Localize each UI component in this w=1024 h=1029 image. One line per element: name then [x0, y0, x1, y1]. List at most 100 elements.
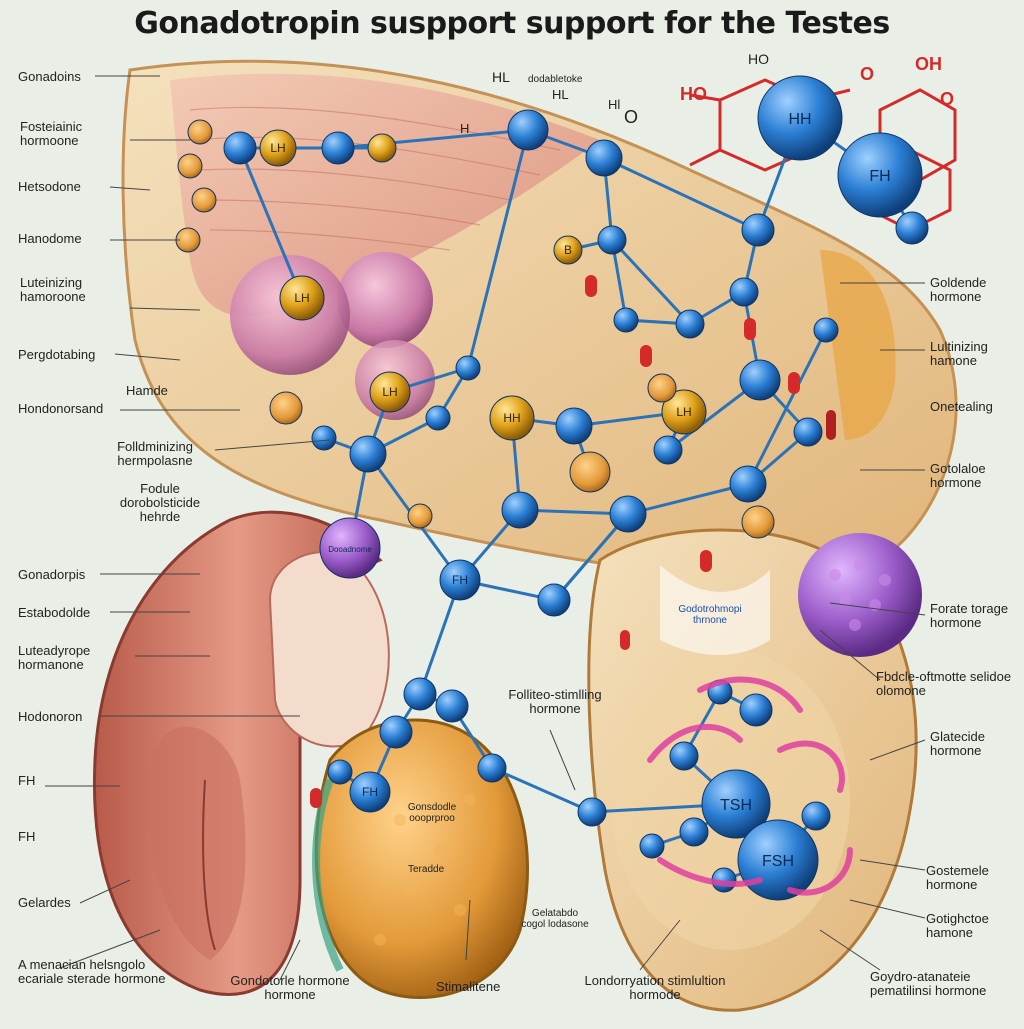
top-small-6: HO: [748, 51, 769, 67]
network-node: [177, 153, 203, 179]
network-node: [639, 833, 665, 859]
node-b: B: [553, 235, 583, 265]
label-right-5: Fbdcle-oftmotte selidoe olomone: [876, 669, 1012, 698]
network-link: [603, 156, 759, 232]
node-fh: FH: [349, 771, 391, 813]
top-small-0: HL: [492, 69, 510, 85]
network-link: [627, 482, 749, 516]
network-node: [425, 405, 451, 431]
label-right-6: Glatecide hormone: [930, 729, 985, 758]
label-left-1: Fosteiainic hormoone: [20, 119, 83, 148]
node-gonadorpis_small: Dooadnome: [319, 517, 381, 579]
node-fh: FH: [439, 559, 481, 601]
network-link: [746, 329, 828, 485]
leader-line: [279, 939, 301, 981]
network-node: [741, 213, 775, 247]
network-node: [223, 131, 257, 165]
label-left-16: A menacian helsngolo ecariale sterade ho…: [18, 957, 166, 986]
node-label-hh: HH: [788, 111, 811, 128]
svg-text:O: O: [940, 89, 954, 109]
node-lh: LH: [369, 371, 411, 413]
node-label-fh: FH: [869, 168, 890, 185]
network-node: [613, 307, 639, 333]
label-left-8: Fodule dorobolsticide hehrde: [119, 481, 201, 524]
node-label-lh: LH: [270, 141, 285, 155]
network-node: [739, 359, 781, 401]
label-left-2: Hetsodone: [18, 179, 81, 194]
network-node: [675, 309, 705, 339]
network-node: [403, 677, 437, 711]
network-node: [455, 355, 481, 381]
label-right-8: Gotighctoe hamone: [926, 911, 989, 940]
network-node: [679, 817, 709, 847]
network-link: [238, 147, 304, 299]
leader-line: [114, 353, 181, 361]
network-node: [895, 211, 929, 245]
label-bottom-left: Gondotorle hormone hormone: [230, 973, 350, 1002]
leader-line: [214, 439, 331, 451]
label-left-6: Hondonorsand: [18, 401, 104, 416]
node-tsh: TSH: [701, 769, 771, 839]
node-label-hh: HH: [503, 411, 520, 425]
node-label-fh: FH: [452, 573, 468, 587]
node-lh: LH: [661, 389, 707, 435]
network-node: [597, 225, 627, 255]
label-bottom-mid: Stimalitene: [436, 979, 501, 994]
label-left-15: Gelardes: [18, 895, 71, 910]
network-node: [311, 425, 337, 451]
node-lh: LH: [279, 275, 325, 321]
top-small-4: O: [624, 107, 639, 127]
label-left-13: FH: [18, 773, 36, 788]
network-node: [577, 797, 607, 827]
network-node: [669, 741, 699, 771]
label-gonadotropin-mid: Godotrohmopi thrnone: [678, 604, 742, 626]
network-node: [555, 407, 593, 445]
label-right-7: Gostemele hormone: [926, 863, 989, 892]
label-left-9: Gonadorpis: [18, 567, 86, 582]
leader-line: [849, 899, 926, 919]
label-right-1: Lultinizing hamone: [930, 339, 988, 368]
network-node: [585, 139, 623, 177]
network-node: [367, 133, 397, 163]
leader-line: [819, 629, 881, 681]
label-right-3: Gotolaloe hormone: [930, 461, 986, 490]
network-node: [647, 373, 677, 403]
network-node: [327, 759, 353, 785]
node-label-lh: LH: [382, 385, 397, 399]
label-left-0: Gonadoins: [18, 69, 81, 84]
network-node: [187, 119, 213, 145]
leader-line: [465, 899, 471, 961]
network-node: [477, 753, 507, 783]
node-hh: HH: [489, 395, 535, 441]
leader-line: [859, 859, 926, 871]
label-right-2: Onetealing: [930, 399, 993, 414]
svg-text:HO: HO: [680, 84, 707, 104]
node-lh: LH: [259, 129, 297, 167]
leader-line: [79, 879, 131, 904]
node-label-lh: LH: [676, 405, 691, 419]
top-small-2: HL: [552, 87, 569, 102]
network-link: [491, 766, 593, 814]
network-node: [609, 495, 647, 533]
node-label-fsh: FSH: [762, 853, 794, 870]
network-node: [793, 417, 823, 447]
node-hh: HH: [757, 75, 843, 161]
network-node: [349, 435, 387, 473]
network-node: [407, 503, 433, 529]
label-follicle: Folliteo-stimlling hormone: [508, 687, 602, 716]
node-label-gonadorpis_small: Dooadnome: [328, 545, 372, 554]
label-right-0: Goldende hormone: [930, 275, 987, 304]
leader-line: [129, 307, 201, 311]
label-gelatable: Gelatabdo cogol lodasone: [521, 908, 589, 930]
network-node: [191, 187, 217, 213]
label-right-4: Forate torage hormone: [930, 601, 1009, 630]
node-label-tsh: TSH: [720, 797, 752, 814]
label-hormde: Hamde: [126, 383, 168, 398]
page-title: Gonadotropin suspport support for the Te…: [134, 6, 890, 41]
network-link: [610, 238, 692, 326]
node-label-b: B: [564, 243, 572, 257]
network-node: [501, 491, 539, 529]
leader-line: [819, 929, 881, 971]
node-label-fh: FH: [362, 785, 378, 799]
network-node: [729, 465, 767, 503]
